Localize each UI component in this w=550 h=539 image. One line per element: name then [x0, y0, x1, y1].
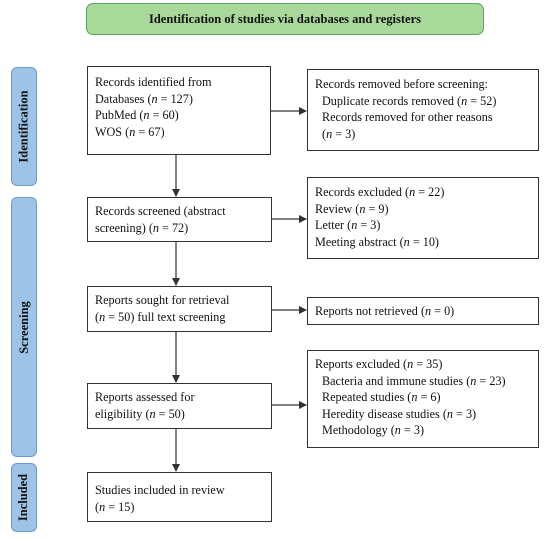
records-screened-box: Records screened (abstract screening) (n… — [87, 197, 272, 242]
records-identified-box: Records identified from Databases (n = 1… — [87, 66, 271, 155]
phase-screening: Screening — [11, 197, 37, 457]
box-line: Reports assessed for — [95, 390, 195, 404]
reports-sought-box: Reports sought for retrieval (n = 50) fu… — [87, 286, 272, 332]
box-line: Duplicate records removed (n = 52) — [322, 93, 497, 108]
records-excluded-box: Records excluded (n = 22) Review (n = 9)… — [307, 177, 539, 259]
box-line: Methodology (n = 3) — [322, 423, 425, 438]
box-line: Records screened (abstract — [95, 204, 226, 218]
box-line: Records excluded (n = 22) — [315, 185, 445, 199]
reports-excluded-box: Reports excluded (n = 35) Bacteria and i… — [307, 350, 539, 448]
records-removed-box: Records removed before screening: Duplic… — [307, 69, 539, 151]
box-line: Review (n = 9) — [315, 201, 389, 216]
box-line: WOS (n = 67) — [95, 124, 165, 139]
box-line: screening) (n = 72) — [95, 220, 189, 235]
phase-identification: Identification — [11, 67, 37, 186]
box-line: PubMed (n = 60) — [95, 108, 179, 123]
box-line: Reports not retrieved (n = 0) — [315, 304, 455, 318]
box-line: eligibility (n = 50) — [95, 406, 185, 421]
box-line: Records removed for other reasons — [322, 110, 493, 125]
box-line: Letter (n = 3) — [315, 218, 381, 233]
header-title: Identification of studies via databases … — [148, 11, 421, 26]
box-line: Records identified from — [95, 75, 212, 89]
box-line: Reports sought for retrieval — [95, 293, 230, 307]
studies-included-box: Studies included in review (n = 15) — [87, 472, 272, 522]
box-line: Heredity disease studies (n = 3) — [322, 406, 477, 421]
box-line: Repeated studies (n = 6) — [322, 390, 441, 405]
box-line: Records removed before screening: — [315, 77, 488, 91]
box-line: Meeting abstract (n = 10) — [315, 234, 439, 249]
box-line: (n = 3) — [322, 126, 356, 141]
box-line: Bacteria and immune studies (n = 23) — [322, 373, 506, 388]
box-line: Reports excluded (n = 35) — [315, 357, 443, 371]
diagram-header: Identification of studies via databases … — [86, 3, 484, 35]
phase-included: Included — [11, 463, 37, 532]
reports-not-retrieved-box: Reports not retrieved (n = 0) — [307, 297, 539, 325]
box-line: Studies included in review — [95, 483, 225, 497]
box-line: (n = 15) — [95, 499, 135, 514]
reports-assessed-box: Reports assessed for eligibility (n = 50… — [87, 383, 272, 429]
box-line: Databases (n = 127) — [95, 91, 193, 106]
box-line: (n = 50) full text screening — [95, 309, 226, 324]
